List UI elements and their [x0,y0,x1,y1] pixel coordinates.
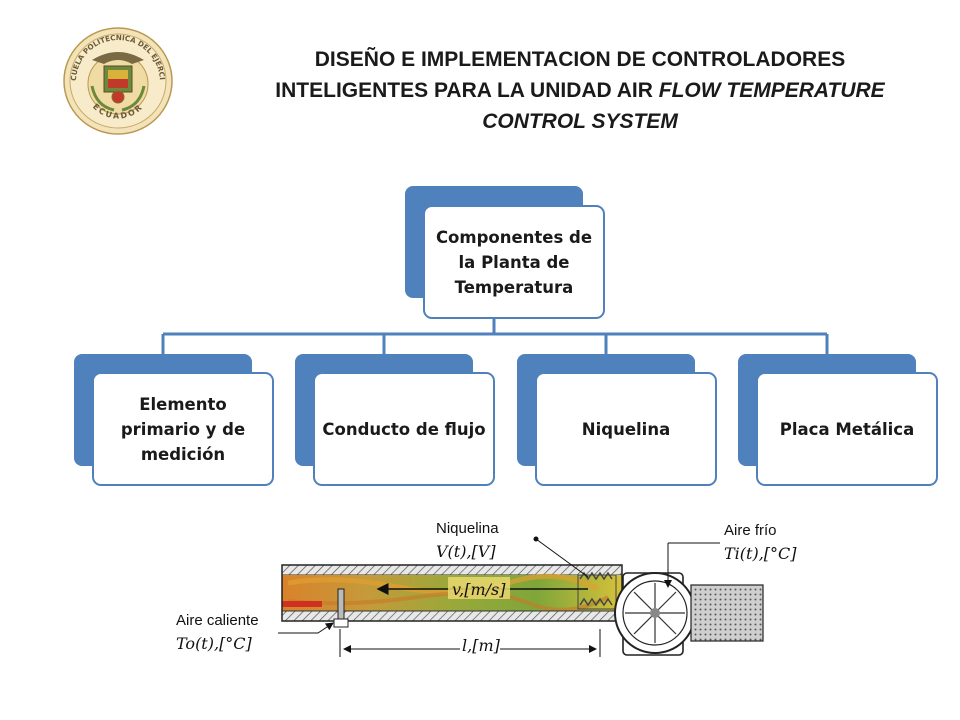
temperature-sensor-icon [337,588,345,620]
length-label: l,[m] [462,636,501,655]
child-node-metal-plate: Placa Metálica [756,372,938,486]
inlet-temperature-label: Ti(t),[°C] [724,544,797,563]
org-chart-connectors [161,318,829,354]
air-intake-grille [690,584,764,642]
university-seal-logo: ESCUELA POLITECNICA DEL EJERCITO ECUADOR [62,26,173,135]
title-line-3: CONTROL SYSTEM [482,110,678,133]
child-node-2-label: Conducto de flujo [322,419,486,439]
child-node-1-label: Elemento primario y de medición [120,394,246,464]
hot-air-label: Aire caliente [176,612,259,629]
title-line-2-plain: INTELIGENTES PARA LA UNIDAD AIR [275,79,659,102]
duct-top-wall [281,564,623,576]
title-line-1: DISEÑO E IMPLEMENTACION DE CONTROLADORES [314,48,846,71]
child-node-niquelina: Niquelina [535,372,717,486]
org-chart: Componentes de la Planta de Temperatura … [74,186,938,486]
velocity-label: v,[m/s] [452,580,506,599]
title-line-2-italic: FLOW TEMPERATURE [658,79,885,102]
outlet-temperature-label: To(t),[°C] [176,634,253,653]
child-node-4-label: Placa Metálica [779,419,915,439]
root-node: Componentes de la Planta de Temperatura [423,205,605,319]
child-node-primary-element: Elemento primario y de medición [92,372,274,486]
voltage-label: V(t),[V] [436,542,496,561]
seal-condor-icon [92,52,144,64]
air-flow-system-schematic: v,[m/s] Niquelina V(t),[V] Aire frío Ti(… [168,517,804,667]
cold-air-label: Aire frío [724,522,777,539]
child-node-flow-duct: Conducto de flujo [313,372,495,486]
child-node-3-label: Niquelina [581,419,671,439]
slide-title: DISEÑO E IMPLEMENTACION DE CONTROLADORES… [210,44,950,137]
title-line-2: INTELIGENTES PARA LA UNIDAD AIR FLOW TEM… [210,75,950,106]
root-node-label: Componentes de la Planta de Temperatura [435,227,593,297]
niquelina-label: Niquelina [436,520,499,537]
duct-bottom-wall [281,610,623,622]
